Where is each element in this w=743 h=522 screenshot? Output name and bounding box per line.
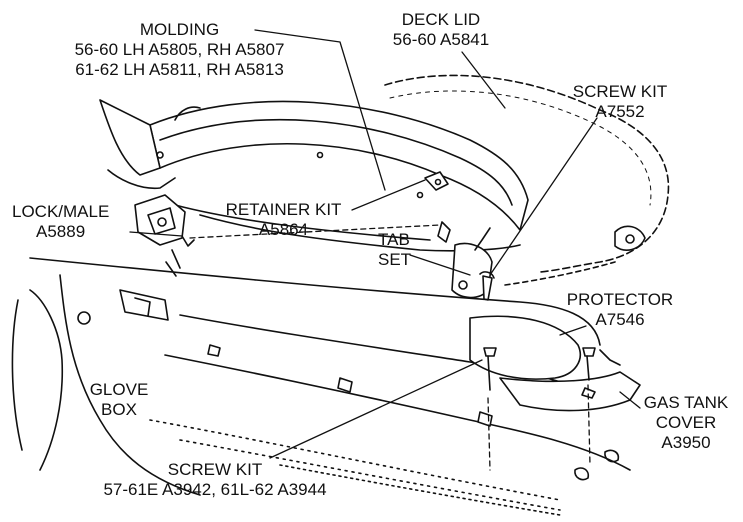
body-section-drawing: [11, 257, 631, 516]
screw-kit-bottom-title: SCREW KIT: [167, 460, 263, 479]
screw-kit-top-part: A7552: [595, 102, 645, 121]
deck-lid-label: DECK LID 56-60 A5841: [386, 10, 496, 50]
retainer-kit-title: RETAINER KIT: [225, 200, 342, 219]
leader-lines: [129, 29, 641, 471]
tab-set-label: TAB SET: [378, 230, 411, 270]
glove-box-line-2: BOX: [101, 400, 137, 419]
retainer-kit-part: A5864: [258, 220, 309, 239]
lock-male-part: A5889: [36, 222, 86, 241]
deck-lid-part: 56-60 A5841: [392, 30, 490, 49]
gas-tank-cover-part: A3950: [661, 433, 711, 452]
screw-kit-top-title: SCREW KIT: [572, 82, 668, 101]
deck-lid-drawing: [384, 74, 670, 286]
molding-part-line-2: 61-62 LH A5811, RH A5813: [75, 60, 284, 79]
gas-tank-cover-drawing: [499, 349, 641, 412]
retainer-kit-drawing: [424, 171, 451, 243]
protector-label: PROTECTOR A7546: [555, 290, 685, 330]
screw-kit-bottom-label: SCREW KIT 57-61E A3942, 61L-62 A3944: [70, 460, 360, 500]
lock-male-drawing: [134, 194, 195, 277]
protector-title: PROTECTOR: [566, 290, 674, 309]
glove-box-label: GLOVE BOX: [84, 380, 154, 420]
lock-male-label: LOCK/MALE A5889: [12, 202, 109, 242]
screw-kit-top-label: SCREW KIT A7552: [560, 82, 680, 122]
molding-title: MOLDING: [139, 20, 220, 39]
glove-box-line-1: GLOVE: [89, 380, 149, 399]
screw-kit-bottom-part: 57-61E A3942, 61L-62 A3944: [103, 480, 327, 499]
molding-drawing: [99, 99, 529, 252]
protector-part: A7546: [595, 310, 645, 329]
gas-tank-cover-line-1: GAS TANK: [643, 393, 729, 412]
deck-lid-title: DECK LID: [401, 10, 481, 29]
lock-male-title: LOCK/MALE: [12, 202, 110, 221]
screw-bottom-drawing: [483, 347, 596, 391]
gas-tank-cover-line-2: COVER: [655, 413, 717, 432]
retainer-kit-label: RETAINER KIT A5864: [216, 200, 351, 240]
protector-drawing: [469, 315, 581, 380]
molding-part-line-1: 56-60 LH A5805, RH A5807: [74, 40, 285, 59]
tab-set-line-1: TAB: [378, 230, 410, 249]
molding-label: MOLDING 56-60 LH A5805, RH A5807 61-62 L…: [52, 20, 307, 80]
gas-tank-cover-label: GAS TANK COVER A3950: [636, 393, 736, 453]
tab-set-line-2: SET: [378, 250, 412, 269]
